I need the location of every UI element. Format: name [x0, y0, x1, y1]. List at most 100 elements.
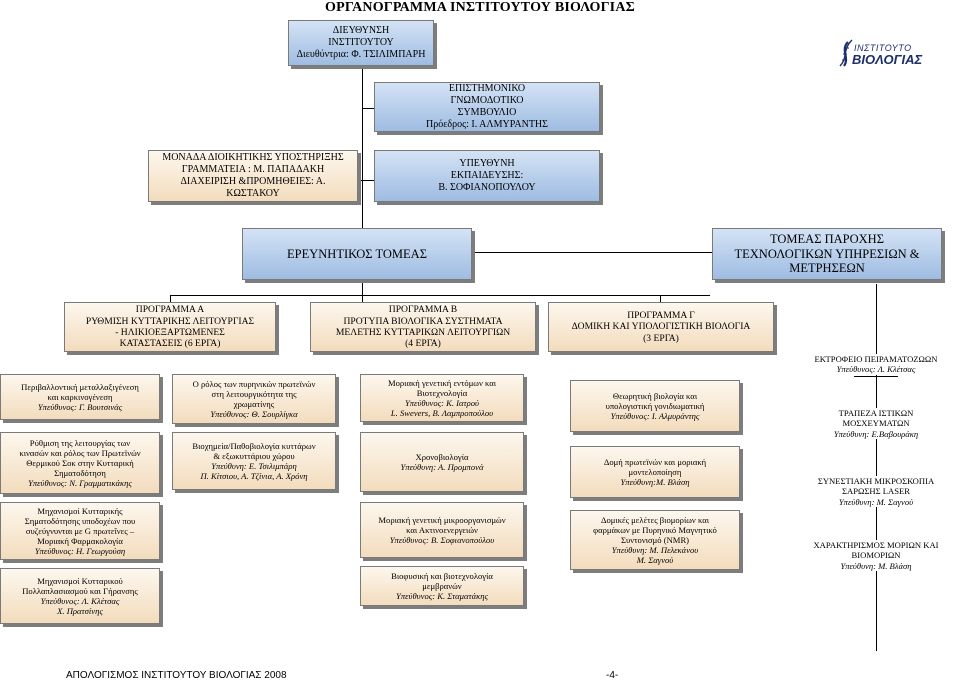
training-label: ΕΚΠΑΙΔΕΥΣΗΣ: — [450, 170, 524, 182]
project-title: Μηχανισμοί Κυτταρικού — [37, 575, 123, 586]
program-b-title: ΜΕΛΕΤΗΣ ΚΥΤΤΑΡΙΚΩΝ ΛΕΙΤΟΥΡΓΙΩΝ — [335, 327, 511, 338]
scientific-council-box: ΕΠΙΣΤΗΜΟΝΙΚΟ ΓΝΩΜΟΔΟΤΙΚΟ ΣΥΜΒΟΥΛΙΟ Πρόεδ… — [374, 82, 600, 132]
project-title: Μοριακή γενετική εντόμων και — [387, 377, 497, 388]
connector-line — [170, 295, 710, 296]
program-b-box: ΠΡΟΓΡΑΜΜΑ Β ΠΡΟΤΥΠΑ ΒΙΟΛΟΓΙΚΑ ΣΥΣΤΗΜΑΤΑ … — [310, 302, 536, 352]
research-sector-box: ΕΡΕΥΝΗΤΙΚΟΣ ΤΟΜΕΑΣ — [242, 228, 472, 280]
project-title: Βιοχημεία/Παθοβιολογία κυττάρων — [192, 440, 316, 451]
project-title: μοντελοποίηση — [628, 466, 682, 477]
council-president: Πρόεδρος: Ι. ΑΛΜΥΡΑΝΤΗΣ — [426, 118, 548, 130]
project-title: Δομή πρωτεϊνών και μοριακή — [603, 456, 707, 467]
project-title: υπολογιστική γονιδιωματική — [605, 400, 705, 411]
animal-facility-title: ΕΚΤΡΟΦΕΙΟ ΠΕΙΡΑΜΑΤΟΖΩΩΝ — [814, 354, 938, 364]
project-title: και Ακτινοενεργειών — [406, 524, 478, 535]
training-label: ΥΠΕΥΘΥΝΗ — [459, 158, 515, 170]
admin-procurement: ΔΙΑΧΕΙΡΙΣΗ &ΠΡΟΜΗΘΕΙΕΣ: Α. — [180, 176, 326, 187]
services-sector-label: ΤΟΜΕΑΣ ΠΑΡΟΧΗΣ — [770, 231, 884, 246]
project-title: & εξωκυττάριου χώρου — [213, 450, 295, 461]
project-head: Υπεύθυνη:Μ. Βλάση — [620, 477, 690, 488]
program-c-label: ΠΡΟΓΡΑΜΜΑ Γ — [627, 310, 695, 322]
project-title: στη λειτουργικότητα της — [211, 388, 297, 399]
project-title: Χρονοβιολογία — [415, 451, 469, 462]
animal-facility: ΕΚΤΡΟΦΕΙΟ ΠΕΙΡΑΜΑΤΟΖΩΩΝ Υπεύθυνος: Λ. Κλ… — [800, 354, 952, 375]
research-sector-label: ΕΡΕΥΝΗΤΙΚΟΣ ΤΟΜΕΑΣ — [287, 246, 427, 261]
project-box: Μηχανισμοί Κυτταρικής Σηματοδότησης υποδ… — [0, 502, 160, 560]
admin-procurement-name: ΚΩΣΤΑΚΟΥ — [226, 187, 280, 199]
project-title: Συντονισμό (NMR) — [620, 534, 690, 545]
program-b-count: (4 ΕΡΓΑ) — [405, 338, 441, 350]
project-title: μεμβρανών — [422, 580, 462, 591]
program-a-label: ΠΡΟΓΡΑΜΜΑ Α — [135, 304, 205, 316]
admin-label: ΜΟΝΑΔΑ ΔΙΟΙΚΗΤΙΚΗΣ ΥΠΟΣΤΗΡΙΞΗΣ — [162, 152, 344, 164]
project-title: Μοριακή Φαρμακολογία — [37, 536, 123, 547]
project-member: Χ. Πρατσίνης — [57, 606, 103, 617]
service-unit: ΣΥΝΕΣΤΙΑΚΗ ΜΙΚΡΟΣΚΟΠΙΑ ΣΑΡΩΣΗΣ LASER Υπε… — [800, 476, 952, 507]
dna-helix-icon — [839, 39, 853, 67]
institute-logo: ΙΝΣΤΙΤΟΥΤΟ ΒΙΟΛΟΓΙΑΣ — [838, 36, 928, 70]
project-box: Θεωρητική βιολογία και υπολογιστική γονι… — [570, 380, 740, 432]
service-unit-title: ΤΡΑΠΕΖΑ ΙΣΤΙΚΩΝ — [838, 408, 914, 418]
program-a-box: ΠΡΟΓΡΑΜΜΑ Α ΡΥΘΜΙΣΗ ΚΥΤΤΑΡΙΚΗΣ ΛΕΙΤΟΥΡΓΙ… — [64, 302, 276, 352]
project-head: Υπεύθυνος: Η. Γεωργούση — [34, 546, 126, 557]
footer-title: ΑΠΟΛΟΓΙΣΜΟΣ ΙΝΣΤΙΤΟΥΤΟΥ ΒΙΟΛΟΓΙΑΣ 2008 — [66, 670, 287, 681]
connector-line — [472, 252, 712, 253]
project-box: Βιοφυσική και βιοτεχνολογία μεμβρανών Υπ… — [360, 566, 524, 606]
project-title: Σηματοδότηση — [54, 468, 106, 479]
program-c-count: (3 ΕΡΓΑ) — [643, 332, 679, 344]
logo-line-2: ΒΙΟΛΟΓΙΑΣ — [852, 52, 923, 67]
director-name: Διευθύντρια: Φ. ΤΣΙΛΙΜΠΑΡΗ — [296, 48, 426, 60]
project-box: Δομικές μελέτες βιομορίων και φαρμάκων μ… — [570, 510, 740, 570]
project-title: Περιβαλλοντική μεταλλαξιγένεση — [21, 381, 139, 392]
connector-line — [660, 295, 661, 302]
service-unit-title: ΣΑΡΩΣΗΣ LASER — [842, 486, 910, 497]
project-head: Υπεύθυνος: Κ. Σταματάκης — [396, 591, 488, 602]
program-b-title: ΠΡΟΤΥΠΑ ΒΙΟΛΟΓΙΚΑ ΣΥΣΤΗΜΑΤΑ — [343, 315, 503, 327]
council-label: ΣΥΜΒΟΥΛΙΟ — [457, 107, 517, 118]
project-box: Μοριακή γενετική μικροοργανισμών και Ακτ… — [360, 502, 524, 558]
animal-facility-head: Υπεύθυνος: Λ. Κλέτσας — [836, 364, 916, 375]
page-title: ΟΡΓΑΝΟΓΡΑΜΜΑ ΙΝΣΤΙΤΟΥΤΟΥ ΒΙΟΛΟΓΙΑΣ — [324, 0, 635, 15]
project-box: Μηχανισμοί Κυτταρικού Πολλαπλασιασμού κα… — [0, 568, 160, 624]
project-title: Μηχανισμοί Κυτταρικής — [37, 505, 123, 516]
service-unit: ΧΑΡΑΚΤΗΡΙΣΜΟΣ ΜΟΡΙΩΝ ΚΑΙ ΒΙΟΜΟΡΙΩΝ Υπεύθ… — [800, 540, 952, 571]
project-member: Μ. Σαγνού — [636, 555, 674, 566]
connector-line — [362, 64, 363, 238]
project-title: Ρύθμιση της λειτουργίας των — [29, 437, 131, 448]
project-title: Θερμικού Σοκ στην Κυτταρική — [26, 457, 134, 468]
project-box: Ο ρόλος των πυρηνικών πρωτεϊνών στη λειτ… — [172, 374, 336, 424]
director-label: ΔΙΕΥΘΥΝΣΗ — [332, 25, 390, 37]
service-unit-title: ΒΙΟΜΟΡΙΩΝ — [851, 550, 901, 561]
admin-secretariat: ΓΡΑΜΜΑΤΕΙΑ : Μ. ΠΑΠΑΔΑΚΗ — [181, 164, 325, 176]
project-title: Βιοφυσική και βιοτεχνολογία — [391, 570, 493, 581]
service-unit: ΤΡΑΠΕΖΑ ΙΣΤΙΚΩΝ ΜΟΣΧΕΥΜΑΤΩΝ Υπεύθυνη: Ε.… — [800, 408, 952, 439]
project-member: L. Swevers, Β. Λαμπροπούλου — [390, 408, 494, 419]
program-a-count: ΚΑΤΑΣΤΑΣΕΙΣ (6 ΕΡΓΑ) — [119, 338, 221, 350]
program-b-label: ΠΡΟΓΡΑΜΜΑ Β — [388, 304, 458, 316]
project-title: Ο ρόλος των πυρηνικών πρωτεϊνών — [192, 378, 316, 389]
project-head: Υπεύθυνος: Λ. Κλέτσας — [40, 596, 120, 606]
project-member: Π. Κίτσιου, Α. Τζίνια, Α. Χρόνη — [200, 471, 308, 482]
project-title: και καρκινογένεση — [47, 391, 113, 402]
project-head: Υπεύθυνη: Ε. Τσιλιμπάρη — [211, 461, 297, 471]
project-box: Ρύθμιση της λειτουργίας των κινασών και … — [0, 432, 160, 494]
project-title: Δομικές μελέτες βιομορίων και — [600, 514, 710, 525]
program-a-title: - ΗΛΙΚΙΟΕΞΑΡΤΩΜΕΝΕΣ — [115, 327, 225, 338]
connector-line — [362, 108, 374, 109]
connector-line — [854, 376, 898, 377]
project-box: Δομή πρωτεϊνών και μοριακή μοντελοποίηση… — [570, 446, 740, 498]
council-label: ΕΠΙΣΤΗΜΟΝΙΚΟ — [448, 83, 526, 95]
project-head: Υπεύθυνος: Θ. Σουρλίγκα — [210, 409, 298, 420]
services-sector-label: ΤΕΧΝΟΛΟΓΙΚΩΝ ΥΠΗΡΕΣΙΩΝ & — [734, 246, 920, 261]
project-head: Υπεύθυνος: Γ. Βουτσινάς — [37, 402, 123, 413]
training-name: Β. ΣΟΦΙΑΝΟΠΟΥΛΟΥ — [438, 181, 536, 193]
service-unit-title: ΧΑΡΑΚΤΗΡΙΣΜΟΣ ΜΟΡΙΩΝ ΚΑΙ — [813, 540, 939, 550]
project-head: Υπεύθυνος: Ν. Γραμματικάκης — [28, 478, 132, 489]
project-box: Χρονοβιολογία Υπεύθυνη: Α. Προμπονά — [360, 432, 524, 492]
director-label: ΙΝΣΤΙΤΟΥΤΟΥ — [328, 37, 394, 49]
service-unit-head: Υπεύθυνη: Μ. Σαγνού — [838, 496, 914, 507]
project-head: Υπεύθυνος: Β. Σοφιανοπούλου — [389, 535, 495, 546]
project-title: Βιοτεχνολογία — [416, 387, 468, 398]
program-a-title: ΡΥΘΜΙΣΗ ΚΥΤΤΑΡΙΚΗΣ ΛΕΙΤΟΥΡΓΙΑΣ — [85, 315, 255, 327]
project-title: Πολλαπλασιασμού και Γήρανσης — [22, 585, 138, 596]
service-unit-head: Υπεύθυνη: Ε.Βαβουράκη — [833, 428, 919, 439]
